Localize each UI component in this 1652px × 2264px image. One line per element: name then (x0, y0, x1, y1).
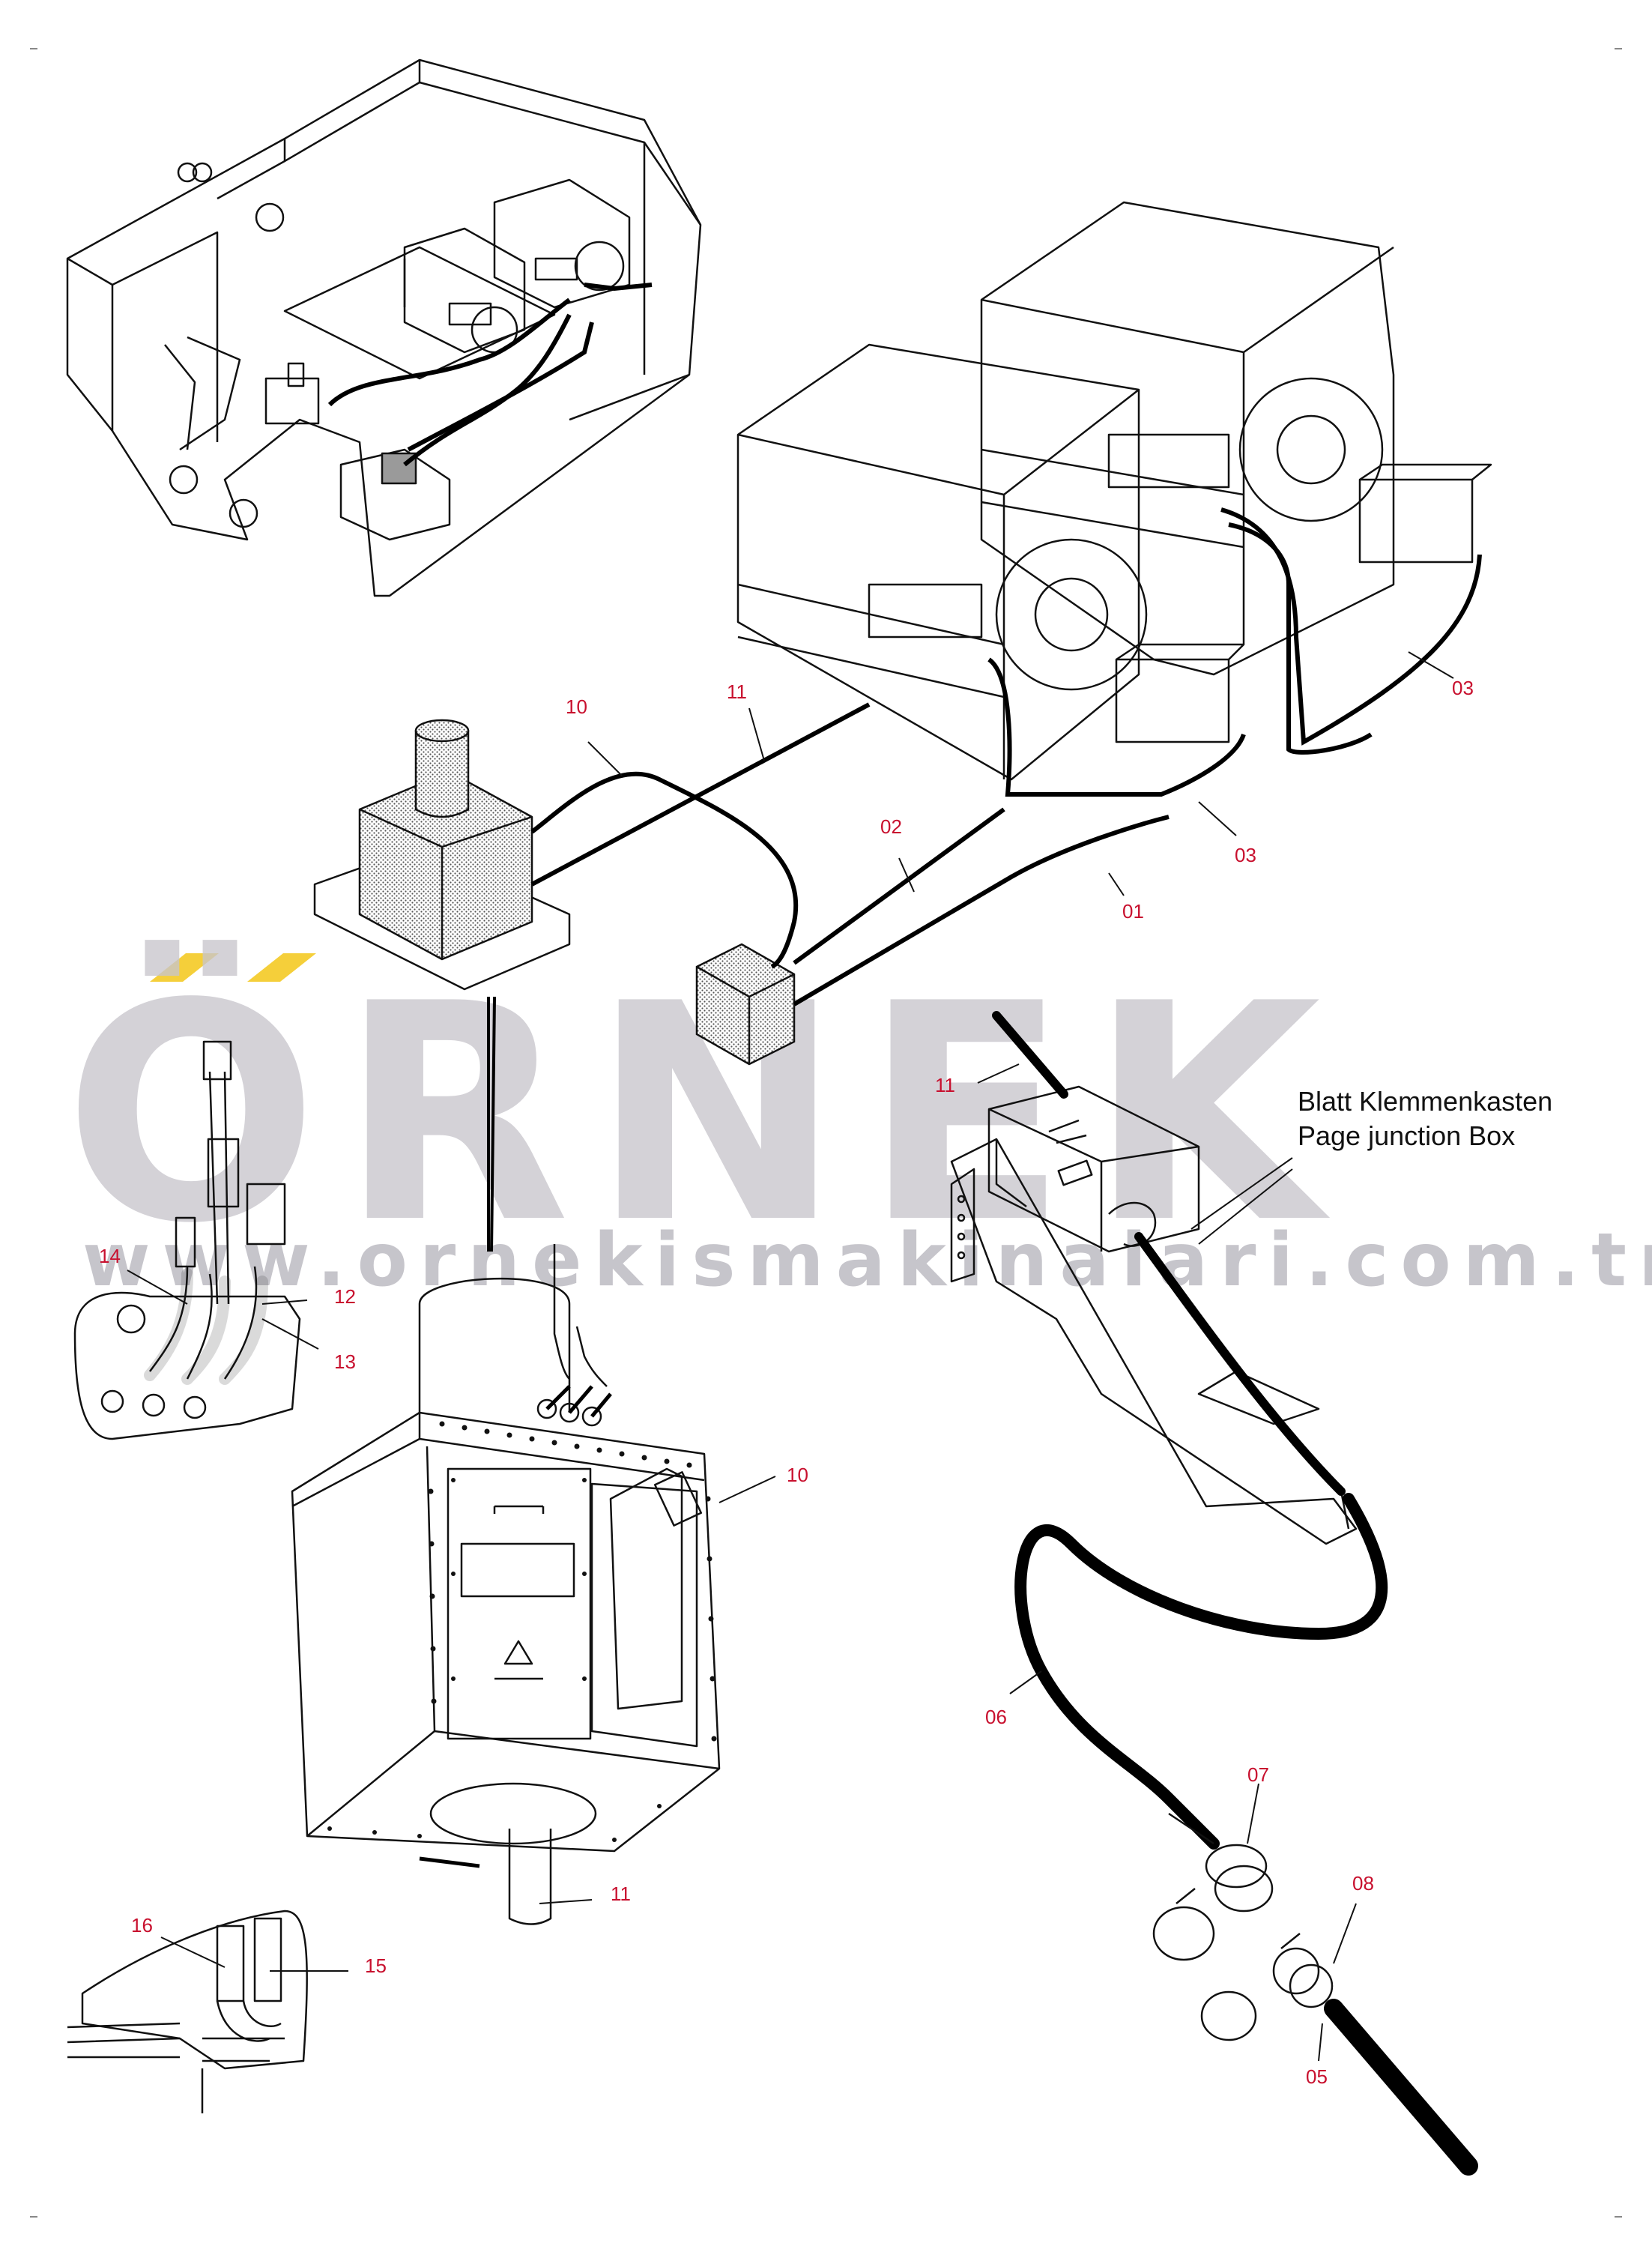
corner-mark-bottom-left (30, 2216, 37, 2218)
machine-overview (66, 58, 702, 597)
terminal-box-assembly (950, 1085, 1358, 1545)
callout-10-mid: 10 (787, 1464, 808, 1486)
junction-box-reference-line2: Page junction Box (1298, 1120, 1516, 1151)
main-box-bolts (327, 1421, 717, 1842)
callout-16: 16 (131, 1914, 153, 1937)
callout-07: 07 (1247, 1763, 1269, 1786)
transformer-top (313, 719, 571, 991)
callout-01: 01 (1122, 900, 1144, 923)
hose-05 (1324, 1999, 1478, 2176)
generator-front (736, 343, 1245, 781)
hose-06 (1014, 1493, 1388, 1850)
detail-upper-pipes (144, 1268, 268, 1385)
corner-mark-bottom-right (1615, 2216, 1622, 2218)
callout-10-top: 10 (566, 695, 587, 718)
callout-11-bottom: 11 (611, 1883, 631, 1905)
system-cables (530, 702, 1170, 1006)
callout-03-right: 03 (1452, 677, 1474, 699)
corner-mark-top-left (30, 48, 37, 49)
callout-15: 15 (365, 1954, 387, 1977)
junction-box-reference-line1: Blatt Klemmenkasten (1298, 1086, 1553, 1117)
generator-rear (980, 201, 1492, 676)
callout-06: 06 (985, 1706, 1007, 1728)
junction-box-small (695, 943, 796, 1066)
callout-14: 14 (99, 1245, 121, 1267)
detail-connectors-upper (73, 1040, 301, 1440)
watermark-url: www.ornekismakinalari.com.tr (82, 1218, 1652, 1303)
vertical-cable (487, 996, 496, 1252)
detail-connectors-lower (67, 1910, 308, 2113)
main-junction-box (291, 1244, 721, 1925)
callout-05: 05 (1306, 2065, 1328, 2088)
callout-11-top: 11 (727, 680, 747, 703)
callout-02: 02 (880, 815, 902, 838)
callout-13: 13 (334, 1350, 356, 1373)
callout-11-box: 11 (935, 1074, 955, 1096)
arm-cables (992, 1011, 1346, 1496)
machine-overview-cables (327, 283, 653, 467)
leader-lines (127, 651, 1454, 2062)
callout-03-mid: 03 (1235, 844, 1256, 866)
watermark-brand: ÖRNEK (64, 941, 1343, 1289)
corner-mark-top-right (1615, 48, 1622, 49)
main-box-cables (419, 1385, 612, 1868)
plug-07-08 (1152, 1812, 1334, 2041)
callout-12: 12 (334, 1285, 356, 1308)
generator-cables (987, 507, 1482, 797)
callout-08: 08 (1352, 1872, 1374, 1895)
